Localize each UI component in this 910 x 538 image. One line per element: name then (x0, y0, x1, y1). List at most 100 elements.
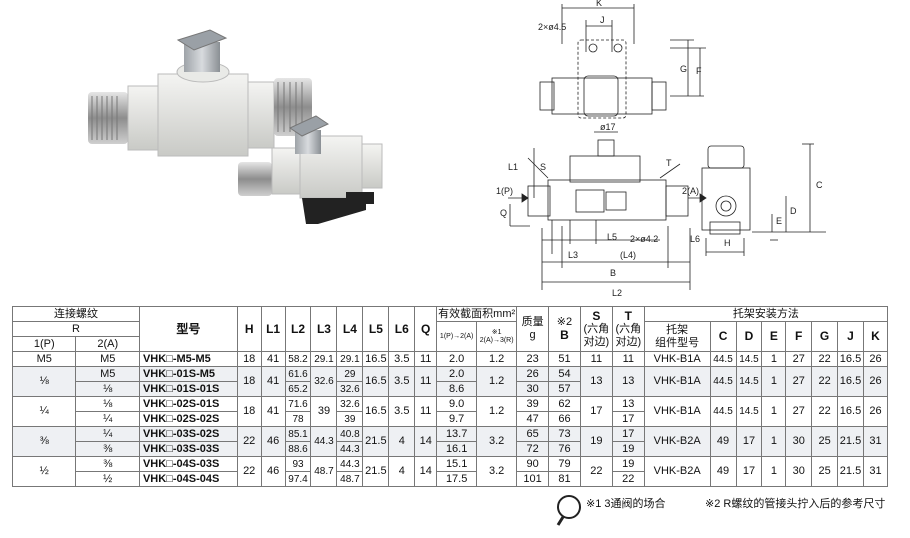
table-cell: 51 (548, 351, 581, 367)
table-cell: 21.5 (362, 456, 390, 487)
product-photo (70, 12, 400, 232)
top-view-drawing (539, 4, 706, 119)
table-cell: ⅛ (75, 381, 140, 397)
table-header-cell: 2(A) (75, 336, 140, 352)
table-cell: M5 (11, 351, 77, 367)
table-cell: ⅛ (11, 366, 77, 397)
table-header-cell: 1(P)→2(A) (436, 321, 478, 352)
svg-text:J: J (600, 15, 605, 25)
table-cell: 46 (260, 456, 286, 487)
table-cell: 16.5 (362, 366, 390, 397)
table-cell: 29.1 (336, 351, 364, 367)
table-cell: 81 (548, 471, 581, 487)
table-cell: 44.3 (336, 441, 364, 457)
table-header-cell: T(六角对边) (611, 306, 645, 352)
svg-text:L2: L2 (612, 288, 622, 298)
table-cell: 48.7 (336, 471, 364, 487)
table-cell: VHK□-02S-01S (138, 396, 238, 412)
table-cell: 26 (862, 351, 889, 367)
table-cell: 16.1 (436, 441, 478, 457)
table-cell: 14.5 (735, 396, 763, 427)
table-cell: 9.7 (436, 411, 478, 427)
table-header-cell: E (761, 321, 787, 352)
table-cell: ½ (11, 456, 77, 487)
table-cell: VHK□-04S-03S (138, 456, 238, 472)
table-cell: 3.5 (388, 351, 416, 367)
table-cell: 39 (310, 396, 338, 427)
table-header-cell: L5 (362, 306, 390, 352)
table-cell: 13 (611, 366, 645, 397)
table-cell: 1 (761, 366, 787, 397)
table-cell: 3.5 (388, 396, 416, 427)
table-cell: VHK□-01S-M5 (138, 366, 238, 382)
table-cell: 44.3 (336, 456, 364, 472)
table-cell: 27 (785, 396, 813, 427)
table-cell: 22 (236, 456, 262, 487)
table-header-cell: 有效截面积mm² (436, 306, 518, 322)
table-cell: 78 (284, 411, 312, 427)
svg-text:2(A): 2(A) (682, 186, 699, 196)
table-cell: 30 (785, 456, 813, 487)
table-cell: 23 (516, 351, 550, 367)
header-row-1: 连接螺纹 型号 H L1 L2 L3 L4 L5 L6 Q 有效截面积mm² 质… (12, 306, 889, 352)
table-cell: M5 (75, 366, 140, 382)
table-cell: 14 (414, 426, 438, 457)
table-cell: 22 (236, 426, 262, 457)
svg-text:L5: L5 (607, 232, 617, 242)
table-cell: 61.6 (284, 366, 312, 382)
footnote-1: ※1 3通阀的场合 (586, 498, 666, 510)
table-cell: 21.5 (837, 426, 864, 457)
svg-text:2×ø4.5: 2×ø4.5 (538, 22, 566, 32)
table-cell: 40.8 (336, 426, 364, 442)
svg-text:(L4): (L4) (620, 250, 636, 260)
table-header-cell: J (837, 321, 864, 352)
table-cell: 8.6 (436, 381, 478, 397)
svg-text:ø17: ø17 (600, 122, 616, 132)
table-cell: 31 (862, 426, 889, 457)
table-cell: ⅛ (75, 396, 140, 412)
table-cell: 85.1 (284, 426, 312, 442)
table-cell: ⅜ (75, 441, 140, 457)
svg-text:Q: Q (500, 208, 507, 218)
table-cell: 19 (579, 426, 613, 457)
table-cell: 79 (548, 456, 581, 472)
table-cell: 17 (611, 411, 645, 427)
table-header-cell: R (12, 321, 140, 337)
svg-text:T: T (666, 158, 672, 168)
magnifier-icon[interactable] (554, 493, 584, 532)
table-cell: 90 (516, 456, 550, 472)
table-header-cell: L6 (388, 306, 416, 352)
table-cell: 46 (260, 426, 286, 457)
table-cell: 44.3 (310, 426, 338, 457)
table-cell: 2.0 (436, 366, 478, 382)
table-cell: VHK□-M5-M5 (138, 351, 238, 367)
table-cell: 16.5 (362, 351, 390, 367)
table-cell: 2.0 (436, 351, 478, 367)
table-header-cell: 连接螺纹 (12, 306, 140, 322)
table-cell: 1.2 (476, 366, 518, 397)
table-cell: 17 (579, 396, 613, 427)
table-cell: 14.5 (735, 366, 763, 397)
table-cell: 44.5 (709, 351, 737, 367)
footnote-2: ※2 R螺纹的管接头拧入后的参考尺寸 (705, 498, 886, 510)
svg-text:L1: L1 (508, 162, 518, 172)
table-cell: 9.0 (436, 396, 478, 412)
table-cell: 76 (548, 441, 581, 457)
svg-text:K: K (596, 0, 602, 8)
svg-text:1(P): 1(P) (496, 186, 513, 196)
table-cell: 49 (709, 456, 737, 487)
table-header-cell: L2 (284, 306, 312, 352)
table-cell: 1 (761, 426, 787, 457)
table-cell: 11 (414, 366, 438, 397)
table-cell: 4 (388, 426, 416, 457)
table-cell: 26 (862, 366, 889, 397)
side-view-drawing (701, 143, 826, 256)
spec-table: 连接螺纹 型号 H L1 L2 L3 L4 L5 L6 Q 有效截面积mm² 质… (11, 306, 889, 487)
table-cell: 19 (611, 456, 645, 472)
svg-text:H: H (724, 238, 731, 248)
